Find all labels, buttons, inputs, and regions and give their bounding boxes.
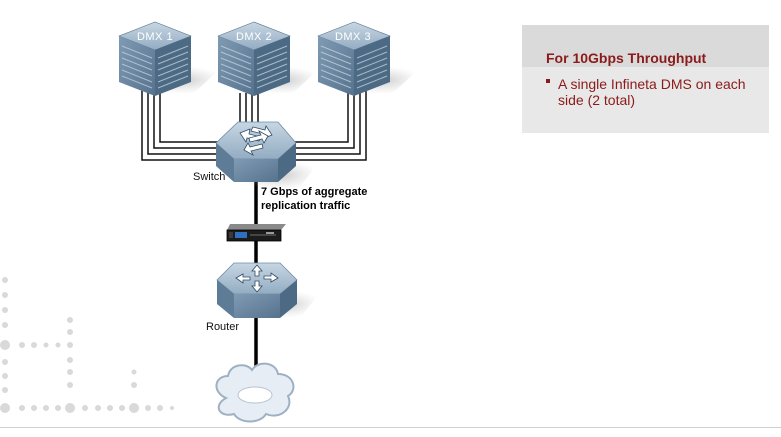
router-device [216,262,322,318]
info-bullet-text: A single Infineta DMS on each side (2 to… [558,76,746,108]
cloud-icon [215,362,295,423]
switch-label: Switch [193,171,226,183]
storage-label-dmx-1: DMX 1 [136,31,174,43]
switch-device [215,121,320,190]
storage-array-dmx-2 [217,21,322,96]
switch-arrows-icon [239,125,273,156]
router-label: Router [206,321,240,333]
traffic-note: 7 Gbps of aggregate replication traffic [261,186,368,212]
bullet-icon [546,79,550,83]
storage-array-dmx-1 [118,21,223,96]
bottom-divider [0,427,781,428]
storage-label-dmx-2: DMX 2 [235,31,273,43]
appliance-device [226,224,286,242]
router-arrows-icon [235,264,279,293]
appliance-icon [235,232,247,238]
info-heading: For 10Gbps Throughput [546,50,707,66]
storage-label-dmx-3: DMX 3 [334,31,372,43]
info-box-header-band [522,25,769,67]
decorative-dot-pattern [0,277,174,413]
info-box: For 10Gbps Throughput A single Infineta … [522,25,769,133]
storage-array-dmx-3 [317,21,422,96]
